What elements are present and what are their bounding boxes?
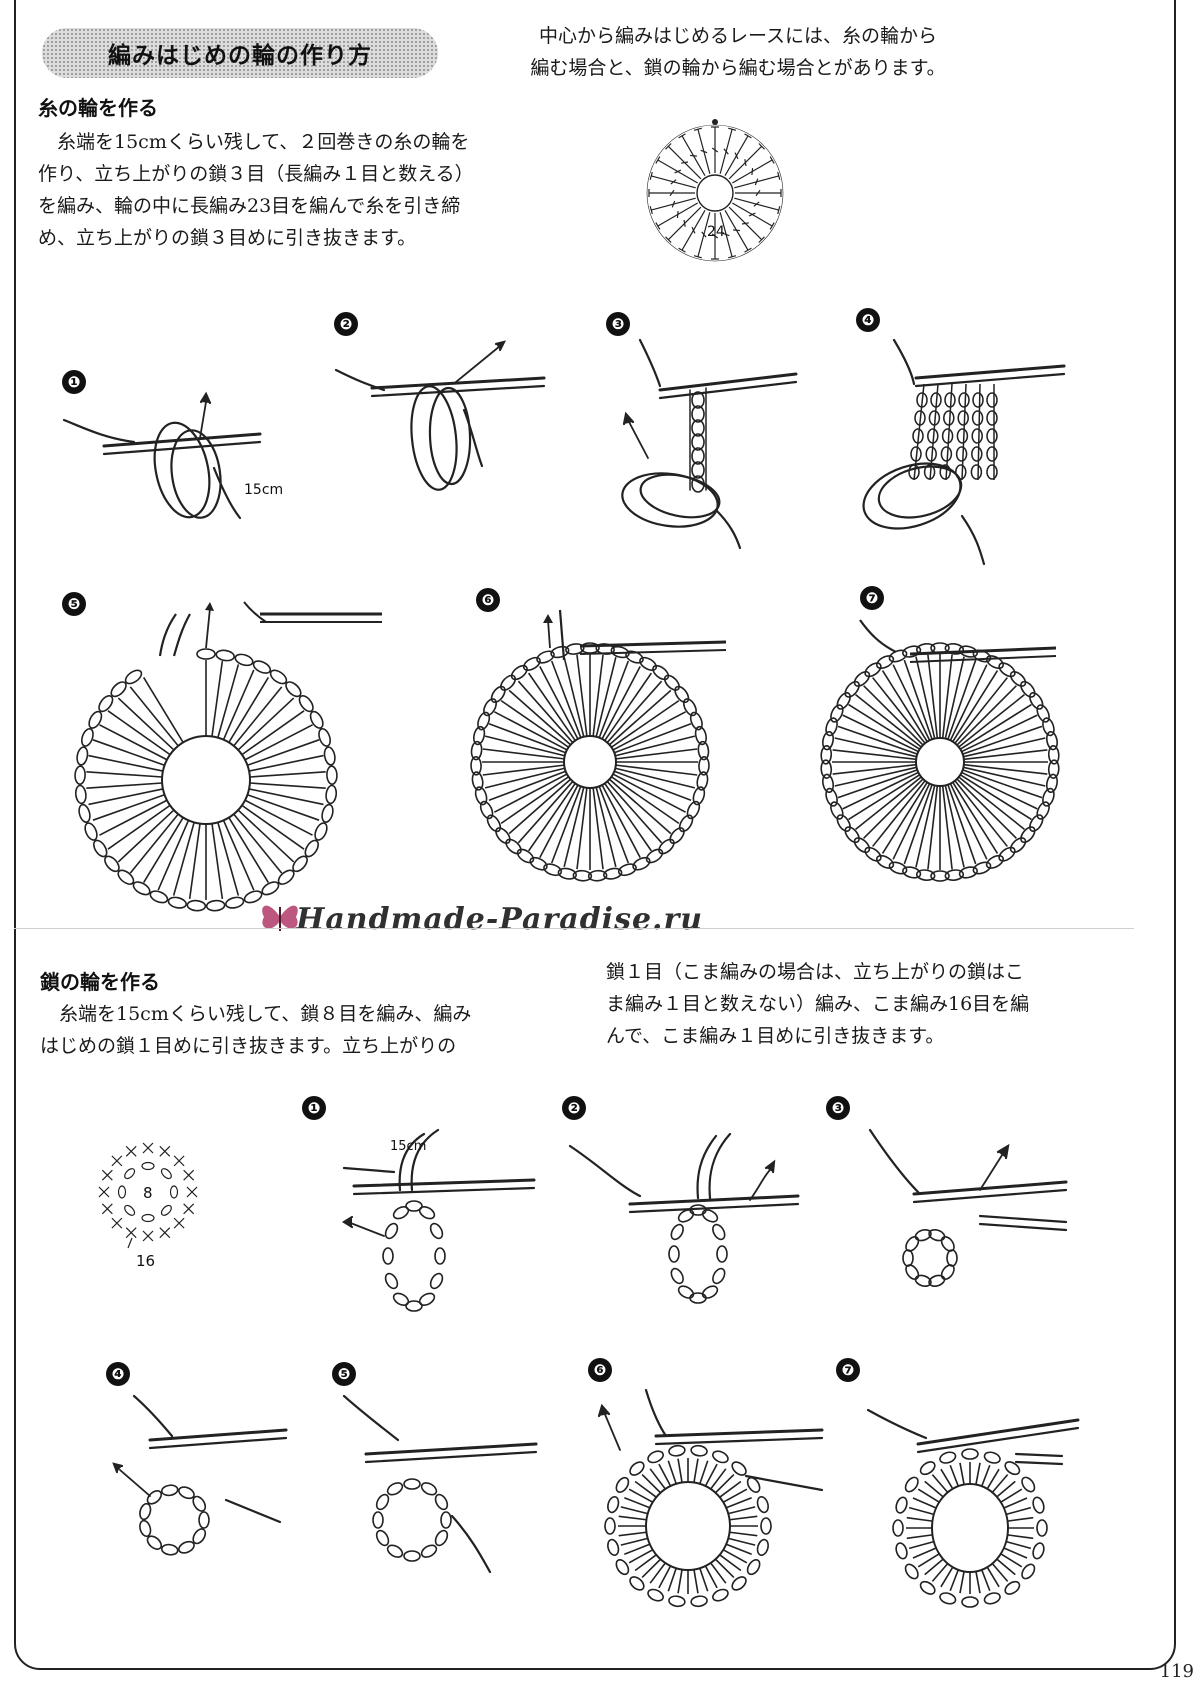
chain-step-2-illustration: [568, 1132, 800, 1304]
chain-step-5-badge: ❺: [332, 1362, 356, 1386]
chain-step-7-badge: ❼: [836, 1358, 860, 1382]
step-5-illustration: [74, 601, 382, 912]
chain-step-7-illustration: [866, 1408, 1080, 1608]
stitch-chart-single-crochet-ring: 8 16: [98, 1142, 198, 1270]
butterfly-logo: [262, 905, 298, 931]
text-line: んで、こま編み１目めに引き抜きます。: [606, 1025, 945, 1047]
length-label: 15cm: [244, 482, 283, 498]
stitch-chart-double-crochet-ring: 24: [646, 119, 784, 262]
step-3-badge: ❸: [606, 312, 630, 336]
step-2-illustration: [334, 340, 546, 491]
step-7-badge: ❼: [860, 586, 884, 610]
page-number: 119: [1159, 1661, 1194, 1682]
text-line: を編み、輪の中に長編み23目を編んで糸を引き締: [38, 195, 461, 217]
chain-step-5-illustration: [342, 1394, 538, 1574]
chain-step-3-badge: ❸: [826, 1096, 850, 1120]
chart-count-label: 16: [136, 1252, 155, 1270]
step-1-badge: ❶: [62, 370, 86, 394]
section-text-thread-ring: 糸端を15cmくらい残して、２回巻きの糸の輪を 作り、立ち上がりの鎖３目（長編み…: [38, 126, 474, 254]
step-5-badge: ❺: [62, 592, 86, 616]
section-heading-thread-ring: 糸の輪を作る: [38, 96, 158, 120]
chain-step-4-badge: ❹: [106, 1362, 130, 1386]
chain-step-4-illustration: [112, 1394, 288, 1556]
text-line: 糸端を15cmくらい残して、鎖８目を編み、編み: [40, 1003, 472, 1025]
intro-line: 中心から編みはじめるレースには、糸の輪から: [538, 25, 938, 47]
watermark-text: Handmade-Paradise.ru: [296, 902, 704, 937]
step-4-badge: ❹: [856, 308, 880, 332]
text-line: め、立ち上がりの鎖３目めに引き抜きます。: [38, 227, 417, 249]
text-line: ま編み１目と数えない）編み、こま編み16目を編: [606, 993, 1030, 1015]
chain-step-6-badge: ❻: [588, 1358, 612, 1382]
section-heading-chain-ring: 鎖の輪を作る: [40, 970, 160, 994]
text-line: 鎖１目（こま編みの場合は、立ち上がりの鎖はこ: [606, 961, 1025, 983]
chain-step-3-illustration: [868, 1128, 1068, 1287]
chart-center-label: 8: [143, 1184, 153, 1202]
step-7-illustration: [820, 619, 1060, 882]
page-frame: [14, 0, 1176, 1670]
section-text-chain-ring-left: 糸端を15cmくらい残して、鎖８目を編み、編み はじめの鎖１目めに引き抜きます。…: [40, 998, 471, 1062]
chain-step-1-badge: ❶: [302, 1096, 326, 1120]
section-text-chain-ring-right: 鎖１目（こま編みの場合は、立ち上がりの鎖はこ ま編み１目と数えない）編み、こま編…: [606, 956, 1029, 1052]
chart-count-label: 24: [707, 224, 725, 240]
step-3-illustration: [621, 338, 798, 550]
step-6-illustration: [470, 609, 727, 882]
text-line: 糸端を15cmくらい残して、２回巻きの糸の輪を: [38, 131, 470, 153]
text-line: 作り、立ち上がりの鎖３目（長編み１目と数える）: [38, 163, 474, 185]
page-title: 編みはじめの輪の作り方: [42, 28, 438, 78]
step-4-illustration: [862, 338, 1066, 566]
step-1-illustration: 15cm: [62, 391, 283, 520]
intro-text: 中心から編みはじめるレースには、糸の輪から 編む場合と、鎖の輪から編む場合とがあ…: [468, 20, 1008, 84]
intro-line: 編む場合と、鎖の輪から編む場合とがあります。: [530, 57, 946, 79]
text-line: はじめの鎖１目めに引き抜きます。立ち上がりの: [40, 1035, 457, 1057]
length-label: 15cm: [390, 1139, 426, 1154]
step-2-badge: ❷: [334, 312, 358, 336]
step-6-badge: ❻: [476, 588, 500, 612]
chain-step-6-illustration: [597, 1388, 824, 1608]
section-divider: [14, 928, 1134, 929]
chain-step-1-illustration: 15cm: [341, 1128, 536, 1312]
chain-step-2-badge: ❷: [562, 1096, 586, 1120]
